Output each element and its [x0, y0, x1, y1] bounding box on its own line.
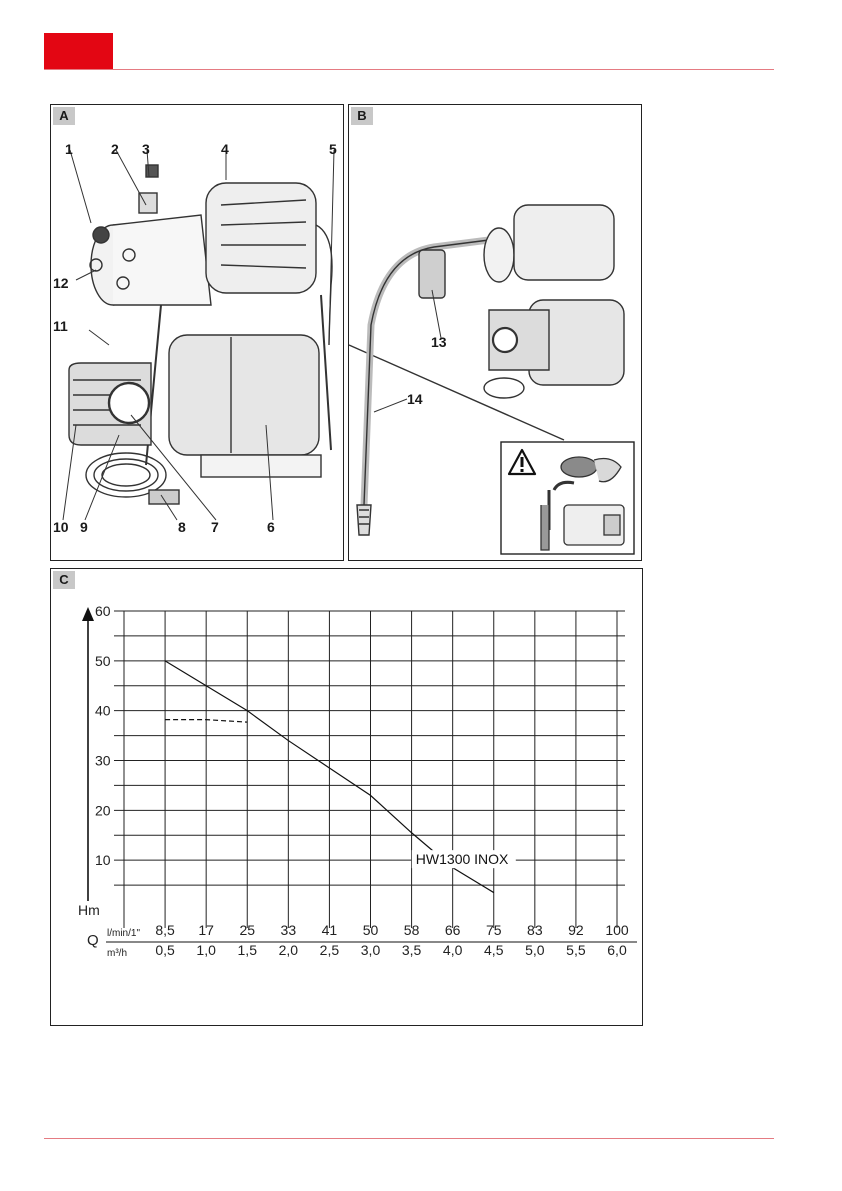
- series-label: HW1300 INOX: [416, 851, 509, 867]
- x-tick-label-lmin: 25: [239, 922, 255, 938]
- callout-1: 1: [65, 141, 73, 157]
- header-rule: [44, 69, 774, 70]
- x-tick-label-lmin: 92: [568, 922, 584, 938]
- y-axis-arrow: [82, 607, 94, 621]
- y-tick-label: 10: [95, 852, 111, 868]
- panel-a: A: [50, 104, 344, 561]
- panel-b: B: [348, 104, 642, 561]
- y-tick-label: 30: [95, 753, 111, 769]
- x-tick-label-m3h: 3,0: [361, 942, 381, 958]
- header-accent-block: [44, 33, 113, 69]
- callout-6: 6: [267, 519, 275, 535]
- x-unit-lmin: l/min/1": [107, 928, 140, 939]
- callout-4: 4: [221, 141, 229, 157]
- callout-7: 7: [211, 519, 219, 535]
- priming-illustration: [349, 105, 641, 560]
- x-tick-label-lmin: 75: [486, 922, 502, 938]
- y-tick-label: 20: [95, 802, 111, 818]
- chart-grid: [114, 611, 625, 928]
- callout-5: 5: [329, 141, 337, 157]
- x-tick-label-m3h: 2,5: [320, 942, 340, 958]
- x-tick-label-m3h: 6,0: [607, 942, 627, 958]
- callout-8: 8: [178, 519, 186, 535]
- y-axis-label: Hm: [78, 902, 100, 918]
- x-tick-label-m3h: 4,0: [443, 942, 463, 958]
- callout-2: 2: [111, 141, 119, 157]
- x-tick-label-lmin: 100: [605, 922, 629, 938]
- x-unit-m3h: m³/h: [107, 948, 127, 959]
- x-tick-label-m3h: 1,5: [238, 942, 258, 958]
- x-tick-label-lmin: 41: [322, 922, 338, 938]
- warning-triangle-icon: [507, 448, 537, 476]
- x-tick-label-lmin: 17: [198, 922, 214, 938]
- callout-10: 10: [53, 519, 69, 535]
- x-tick-label-m3h: 0,5: [155, 942, 175, 958]
- x-tick-label-m3h: 3,5: [402, 942, 422, 958]
- x-tick-label-lmin: 33: [281, 922, 297, 938]
- x-tick-label-lmin: 50: [363, 922, 379, 938]
- x-tick-label-lmin: 66: [445, 922, 461, 938]
- chart-series: HW1300 INOX: [165, 661, 516, 893]
- footer-rule: [44, 1138, 774, 1139]
- x-tick-label-lmin: 8,5: [155, 922, 175, 938]
- x-tick-label-m3h: 1,0: [196, 942, 216, 958]
- callout-3: 3: [142, 141, 150, 157]
- x-tick-label-m3h: 5,0: [525, 942, 545, 958]
- callout-14: 14: [407, 391, 423, 407]
- callout-9: 9: [80, 519, 88, 535]
- x-tick-label-m3h: 4,5: [484, 942, 504, 958]
- x-tick-label-lmin: 83: [527, 922, 543, 938]
- x-tick-label-lmin: 58: [404, 922, 420, 938]
- pump-illustration: [51, 105, 343, 560]
- y-tick-label: 60: [95, 603, 111, 619]
- x-tick-label-m3h: 2,0: [279, 942, 299, 958]
- y-tick-label: 50: [95, 653, 111, 669]
- callout-11: 11: [53, 318, 68, 334]
- y-tick-label: 40: [95, 703, 111, 719]
- callout-12: 12: [53, 275, 69, 291]
- callout-13: 13: [431, 334, 447, 350]
- x-axis-label: Q: [87, 932, 99, 949]
- x-tick-label-m3h: 5,5: [566, 942, 586, 958]
